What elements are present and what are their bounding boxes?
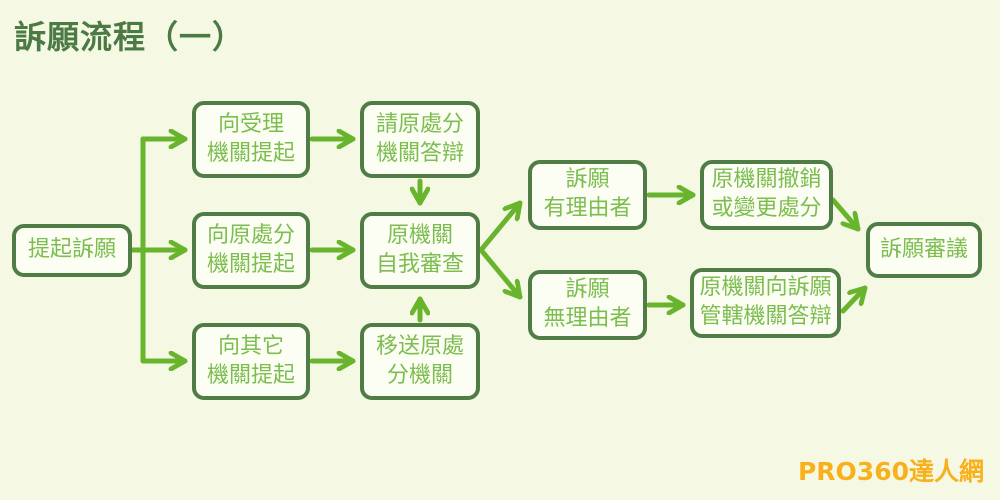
node-answer-to-appeal-authority: 原機關向訴願 管轄機關答辯 <box>690 268 841 338</box>
node-label: 訴願 <box>565 277 610 303</box>
node-label: 機關提起 <box>206 140 295 166</box>
node-label: 分機關 <box>386 362 453 388</box>
node-to-original-agency: 向原處分 機關提起 <box>192 212 310 289</box>
node-request-original-agency-reply: 請原處分 機關答辯 <box>360 101 480 178</box>
node-label: 請原處分 <box>375 111 464 137</box>
arrow-self-review-to-unjustified <box>478 247 523 300</box>
node-label: 向其它 <box>217 333 284 359</box>
node-label: 訴願 <box>565 167 610 193</box>
node-label: 提起訴願 <box>27 237 116 263</box>
node-appeal-review: 訴願審議 <box>866 222 982 278</box>
arrow-self-review-to-justified <box>478 200 523 253</box>
node-label: 移送原處 <box>375 333 464 359</box>
arrow-revoke-to-review <box>830 197 861 232</box>
node-label: 原機關 <box>386 222 453 248</box>
node-appeal-justified: 訴願 有理由者 <box>528 160 647 230</box>
page-title: 訴願流程（一） <box>14 18 246 56</box>
node-to-accepting-agency: 向受理 機關提起 <box>192 101 310 178</box>
node-label: 管轄機關答辯 <box>699 304 832 329</box>
node-label: 有理由者 <box>543 196 632 221</box>
node-label: 自我審查 <box>375 251 464 277</box>
node-appeal-unjustified: 訴願 無理由者 <box>528 270 647 340</box>
node-file-appeal: 提起訴願 <box>12 224 132 277</box>
node-label: 訴願審議 <box>879 236 968 262</box>
node-label: 無理由者 <box>543 306 632 331</box>
arrow-answer-to-review <box>840 285 868 314</box>
node-label: 或變更處分 <box>711 196 822 221</box>
node-transfer-to-original-agency: 移送原處 分機關 <box>360 323 480 400</box>
node-to-other-agency: 向其它 機關提起 <box>192 323 310 400</box>
node-original-agency-self-review: 原機關 自我審查 <box>360 212 480 289</box>
node-label: 機關答辯 <box>375 140 464 166</box>
watermark: PRO360達人網 <box>797 457 984 486</box>
node-label: 機關提起 <box>206 251 295 277</box>
node-label: 原機關撤銷 <box>711 167 822 193</box>
node-label: 原機關向訴願 <box>699 275 832 301</box>
node-revoke-or-change-disposition: 原機關撤銷 或變更處分 <box>700 160 833 230</box>
node-label: 向原處分 <box>206 222 295 248</box>
node-label: 機關提起 <box>206 362 295 388</box>
node-label: 向受理 <box>217 111 284 137</box>
